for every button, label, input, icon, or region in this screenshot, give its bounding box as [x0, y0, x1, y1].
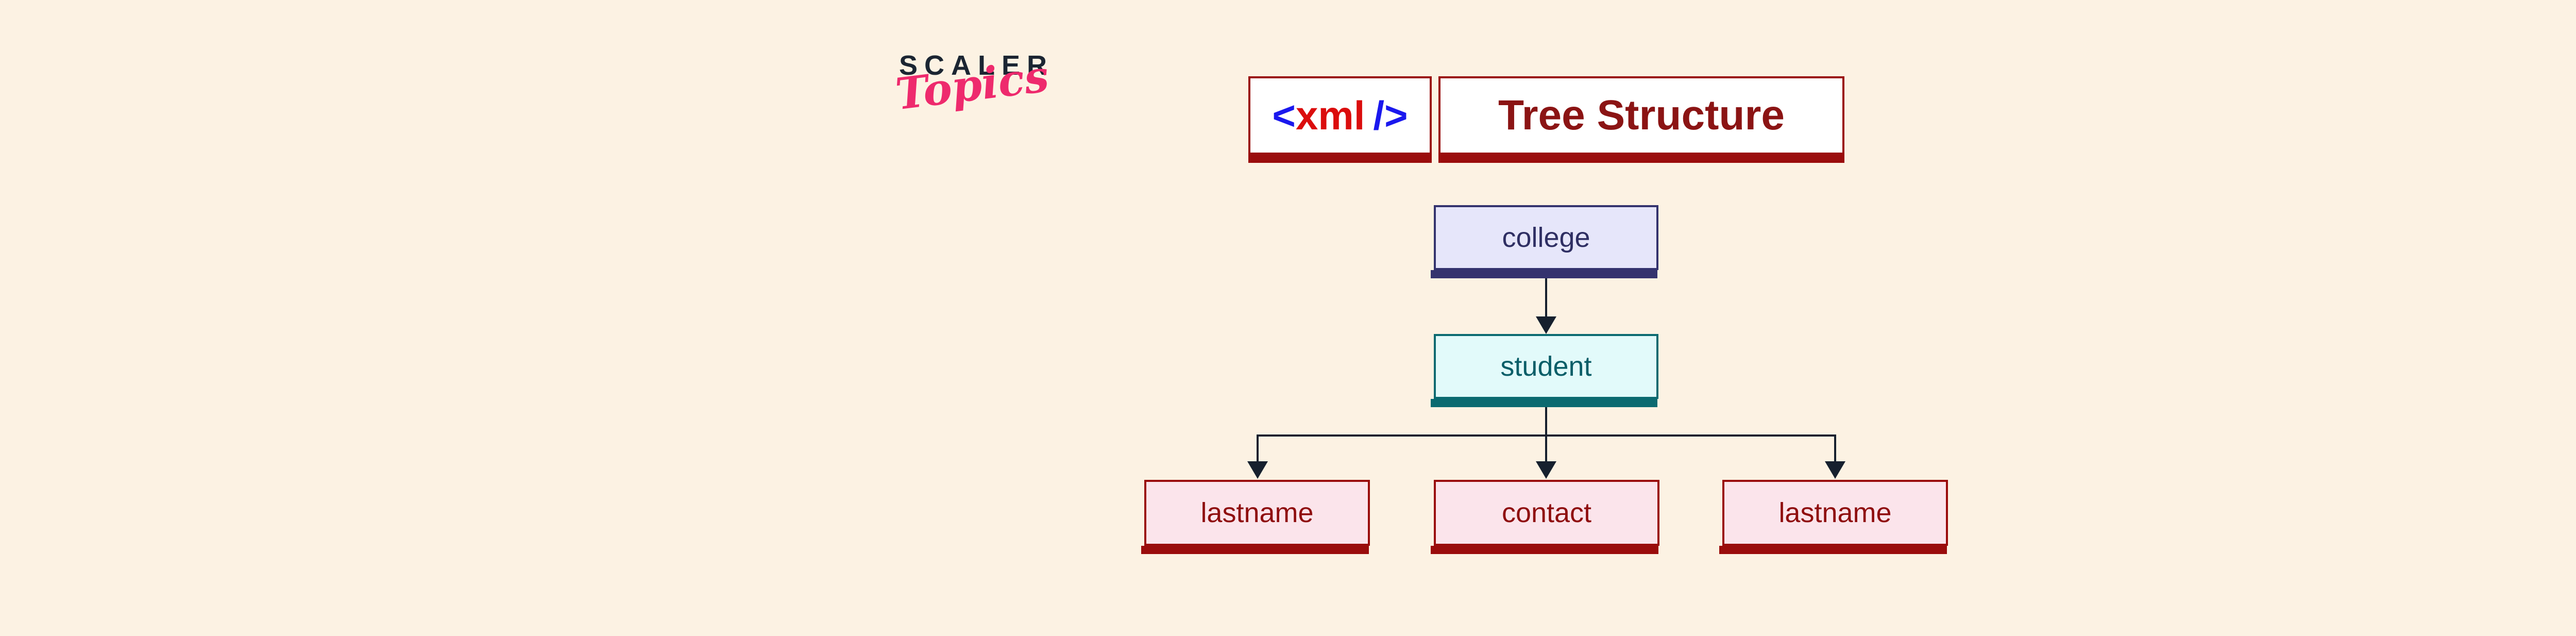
connector-branch-horizontal-line	[1257, 434, 1836, 437]
diagram-title-box: Tree Structure	[1438, 76, 1844, 163]
connector-college-student-line	[1545, 278, 1547, 317]
tree-node-lastname-1: lastname	[1141, 480, 1370, 554]
tree-node-contact: contact	[1431, 480, 1659, 554]
logo-brand-text: SCALER	[899, 50, 1054, 81]
xml-badge-close-bracket: />	[1373, 92, 1408, 138]
tree-node-lastname-1-label: lastname	[1200, 497, 1314, 528]
tree-node-college: college	[1431, 205, 1658, 278]
tree-node-lastname-2-label: lastname	[1778, 497, 1892, 528]
connector-drop-lastname-1-line	[1257, 437, 1259, 462]
scaler-topics-logo: SCALER Topics	[893, 49, 1054, 120]
connector-drop-lastname-2-line	[1834, 437, 1836, 462]
tree-node-college-label: college	[1502, 222, 1590, 253]
arrow-down-icon	[1825, 461, 1845, 479]
tree-node-student-label: student	[1500, 351, 1592, 382]
arrow-down-icon	[1536, 461, 1556, 479]
connector-drop-contact-line	[1545, 437, 1547, 462]
xml-badge-open-bracket: <	[1272, 92, 1296, 138]
tree-node-student: student	[1431, 334, 1658, 407]
tree-node-contact-label: contact	[1501, 497, 1592, 528]
xml-badge-name: xml	[1295, 92, 1365, 138]
connector-student-branch-line	[1545, 407, 1547, 437]
arrow-down-icon	[1247, 461, 1268, 479]
tree-node-lastname-2: lastname	[1719, 480, 1948, 554]
diagram-title: Tree Structure	[1498, 92, 1785, 139]
arrow-down-icon	[1536, 316, 1556, 334]
xml-badge: <xml/>	[1248, 76, 1432, 163]
